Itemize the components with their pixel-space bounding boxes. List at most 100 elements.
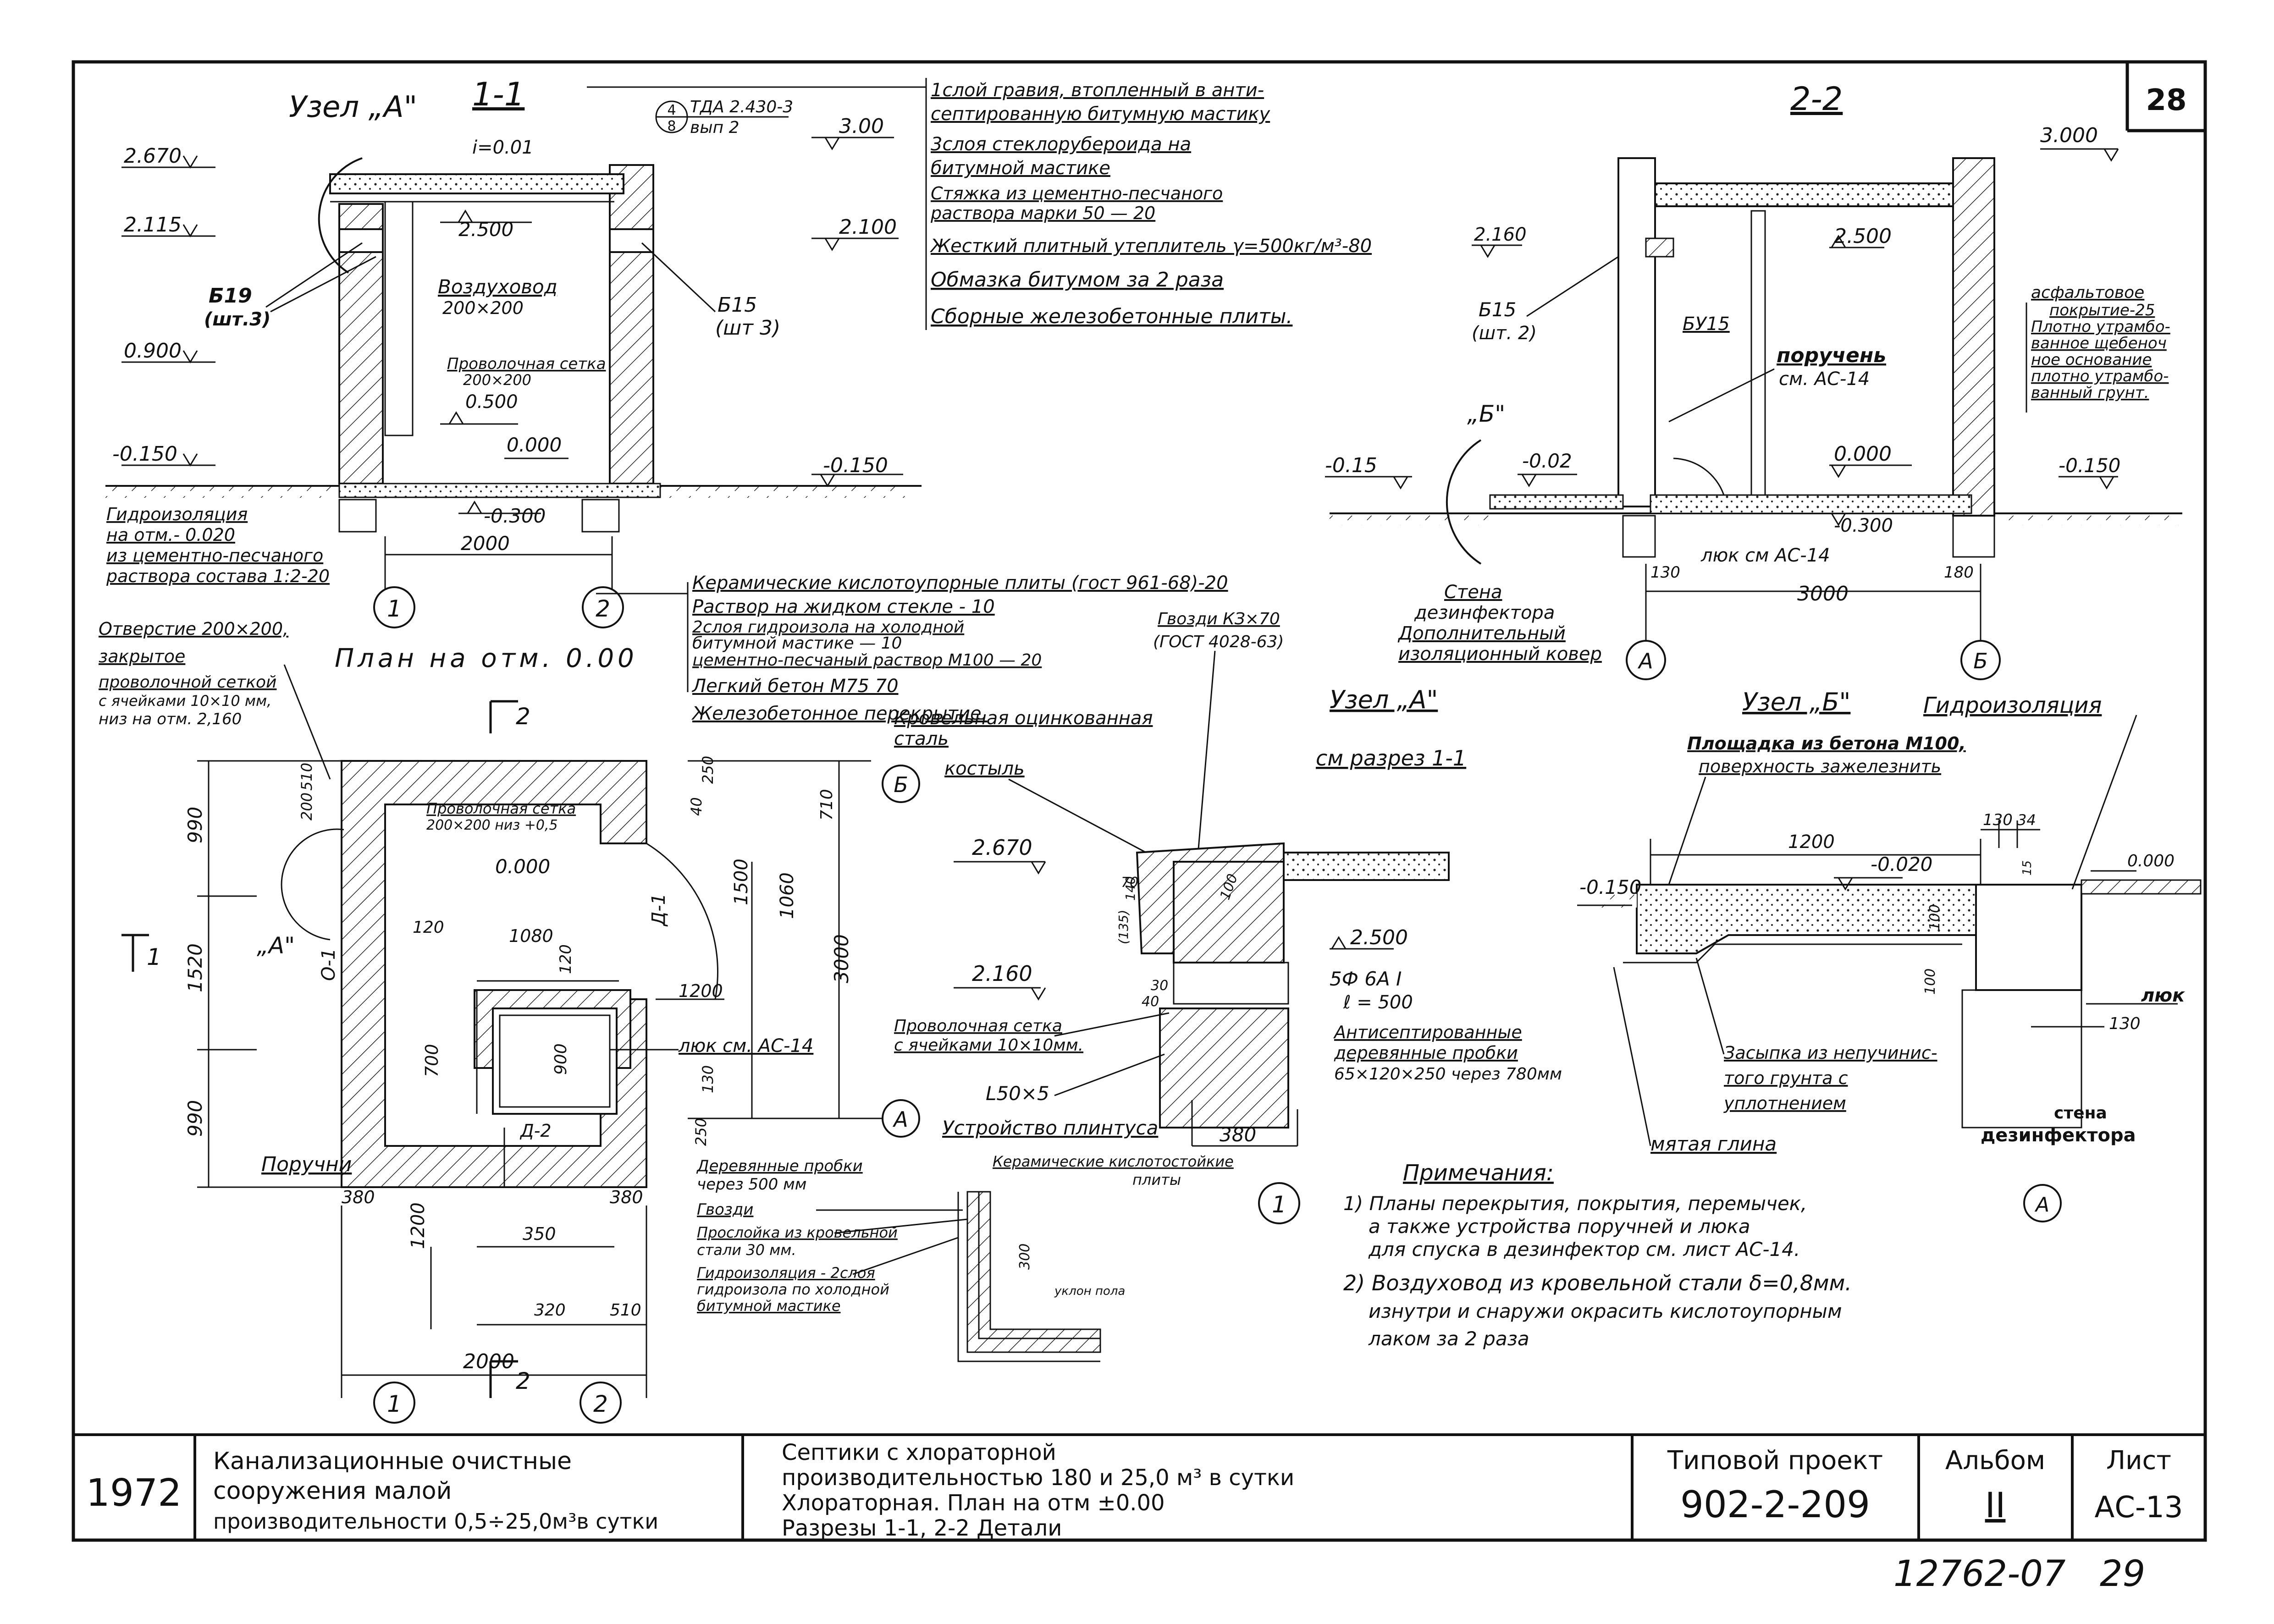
nodea-dim-70: 70 xyxy=(1121,875,1138,891)
album-number: II xyxy=(1985,1485,2006,1525)
section11-node-a-label: Узел „А" xyxy=(289,90,417,124)
plinth-wood-1: Деревянные пробки xyxy=(696,1157,863,1175)
nodeb-fill-1: Засыпка из непучинис- xyxy=(1724,1043,1937,1063)
nodea-plinth: Устройство плинтуса xyxy=(942,1117,1158,1139)
slope-mark: i=0.01 xyxy=(472,137,534,158)
section-2-2: 2-2 3.000 2.160 2.500 0.000 -0.300 -0.15 xyxy=(1325,80,2182,680)
s22-dim-130: 130 xyxy=(1650,563,1680,582)
plan-title: План на отм. 0.00 xyxy=(335,644,638,673)
note-1-b: а также устройства поручней и люка xyxy=(1369,1215,1750,1238)
s22-lv-3000: 3.000 xyxy=(2040,124,2098,147)
plan-lv-0000: 0.000 xyxy=(495,855,550,878)
plinth-hydro-3: битумной мастике xyxy=(697,1297,841,1315)
floor-spec-1: Раствор на жидком стекле - 10 xyxy=(692,596,995,617)
plan-mesh-1: Проволочная сетка xyxy=(426,800,576,817)
plan-dim-40: 40 xyxy=(688,797,705,816)
roof-spec-8: Сборные железобетонные плиты. xyxy=(931,305,1292,328)
title-org-line3: производительности 0,5÷25,0м³в сутки xyxy=(213,1509,658,1534)
plan-axis-a: А xyxy=(892,1107,908,1132)
roof-spec-1: септированную битумную мастику xyxy=(931,104,1271,125)
plan-dim-900: 900 xyxy=(552,1043,570,1075)
roof-spec-3: битумной мастике xyxy=(931,158,1110,179)
s22-wall-1: Стена xyxy=(1444,582,1502,603)
s22-wall-4: изоляционный ковер xyxy=(1398,644,1602,665)
s22-lv-m002: -0.02 xyxy=(1522,450,1572,472)
title-org-line1: Канализационные очистные xyxy=(213,1448,572,1475)
nodeb-wall-2: дезинфектора xyxy=(1981,1125,2136,1146)
lintel-b15-count: (шт 3) xyxy=(715,316,780,340)
note-1-a: 1) Планы перекрытия, покрытия, перемычек… xyxy=(1343,1192,1807,1215)
roof-spec-7: Обмазка битумом за 2 раза xyxy=(931,268,1224,292)
nail-spec-1: Гвозди КЗ×70 xyxy=(1158,610,1280,628)
plinth-ceramic-2: плиты xyxy=(1132,1171,1181,1189)
nodea-dim-30: 30 xyxy=(1151,978,1168,994)
nodea-see: см разрез 1-1 xyxy=(1316,746,1466,771)
notes: Примечания: 1) Планы перекрытия, покрыти… xyxy=(1343,1160,1852,1350)
s22-lv-0000: 0.000 xyxy=(1834,442,1892,466)
plan-dim-320: 320 xyxy=(534,1301,566,1320)
floor-spec-3: битумной мастике — 10 xyxy=(692,634,902,653)
node-b-detail: Узел „Б" Гидроизоляция Площадка из бетон… xyxy=(1577,688,2202,1222)
duct-size: 200×200 xyxy=(442,298,524,318)
nodea-dim-40: 40 xyxy=(1142,994,1159,1010)
s22-lintel-b15-count: (шт. 2) xyxy=(1472,323,1537,344)
lv-m0150: -0.150 xyxy=(112,442,177,466)
ref-bubble-bottom: 8 xyxy=(667,118,676,134)
sheet-frame xyxy=(72,60,2207,1542)
nodea-lv-2160: 2.160 xyxy=(972,961,1032,986)
hole-note-2: закрытое xyxy=(99,646,185,666)
nodeb-clay: мятая глина xyxy=(1650,1133,1777,1155)
asph-3: ванное щебеноч xyxy=(2031,334,2167,352)
plan-dim-1200: 1200 xyxy=(679,981,723,1001)
plan-node-a: „А" xyxy=(257,932,295,959)
plan-dim-120a: 120 xyxy=(413,918,444,937)
plan-dim-3000: 3000 xyxy=(830,934,853,983)
cut-mark-2-bottom: 2 xyxy=(516,1368,530,1394)
asph-6: ванный грунт. xyxy=(2031,384,2149,402)
plan-axis-2: 2 xyxy=(593,1391,608,1417)
hole-note-4: с ячейками 10×10 мм, xyxy=(99,692,271,710)
nodea-dim-380: 380 xyxy=(1220,1123,1256,1146)
lintel-b19: Б19 xyxy=(209,284,252,308)
note-2-b: изнутри и снаружи окрасить кислотоупорны… xyxy=(1369,1300,1842,1322)
notes-title: Примечания: xyxy=(1403,1160,1554,1186)
plan-dim-2000: 2000 xyxy=(463,1350,514,1373)
hydro-line3: из цементно-песчаного xyxy=(106,545,323,566)
nodeb-dim-130b: 130 xyxy=(2109,1014,2141,1033)
hydro-line4: раствора состава 1:2-20 xyxy=(106,566,330,586)
nodeb-axis-a: А xyxy=(2034,1193,2049,1217)
nodeb-hydro: Гидроизоляция xyxy=(1923,693,2102,718)
s22-hatch-note: люк см АС-14 xyxy=(1700,545,1830,566)
cut-mark-2-top: 2 xyxy=(516,703,530,730)
nodeb-lv-m0020: -0.020 xyxy=(1871,853,1932,875)
plinth-hydro-1: Гидроизоляция - 2слоя xyxy=(697,1264,875,1282)
plan-dim-130: 130 xyxy=(699,1065,717,1093)
nodea-mesh-1: Проволочная сетка xyxy=(894,1017,1062,1035)
plinth-ceramic-1: Керамические кислотостойкие xyxy=(993,1153,1234,1170)
nodeb-dim-15: 15 xyxy=(2020,860,2034,875)
plan-dim-1060: 1060 xyxy=(777,872,798,919)
nodea-zinc-1: Кровельная оцинкованная xyxy=(894,708,1153,729)
title-block xyxy=(73,1433,2205,1540)
lintel-b19-count: (шт.3) xyxy=(204,309,270,330)
axis-2-section11: 2 xyxy=(596,595,610,622)
asph-2: Плотно утрамбо- xyxy=(2031,318,2170,336)
cut-mark-1: 1 xyxy=(147,944,161,970)
roof-spec-4: Стяжка из цементно-песчаного xyxy=(931,183,1223,204)
sheet-code: АС-13 xyxy=(2095,1491,2183,1525)
plinth-dim-300: 300 xyxy=(1017,1244,1033,1270)
plan-dim-510: 510 xyxy=(298,763,315,791)
plan-dim-1200v: 1200 xyxy=(408,1202,429,1249)
roof-spec-2: 3слоя стеклорубероида на xyxy=(931,134,1191,155)
asph-0: асфальтовое xyxy=(2031,283,2144,302)
s22-lv-m015: -0.15 xyxy=(1325,454,1377,477)
nodea-plugs-1: Антисептированные xyxy=(1333,1022,1522,1042)
title-org-line2: сооружения малой xyxy=(213,1477,452,1505)
plan-dim-380a: 380 xyxy=(342,1187,375,1207)
plan-dim-250b: 250 xyxy=(692,1118,710,1146)
plan-dim-990b: 990 xyxy=(184,1100,206,1137)
nodea-angle: L50×5 xyxy=(986,1082,1049,1105)
lv-2500: 2.500 xyxy=(458,218,513,241)
floor-spec-5: Легкий бетон М75 70 xyxy=(691,676,899,697)
roof-spec-6: Жесткий плитный утеплитель γ=500кг/м³-80 xyxy=(929,236,1372,257)
